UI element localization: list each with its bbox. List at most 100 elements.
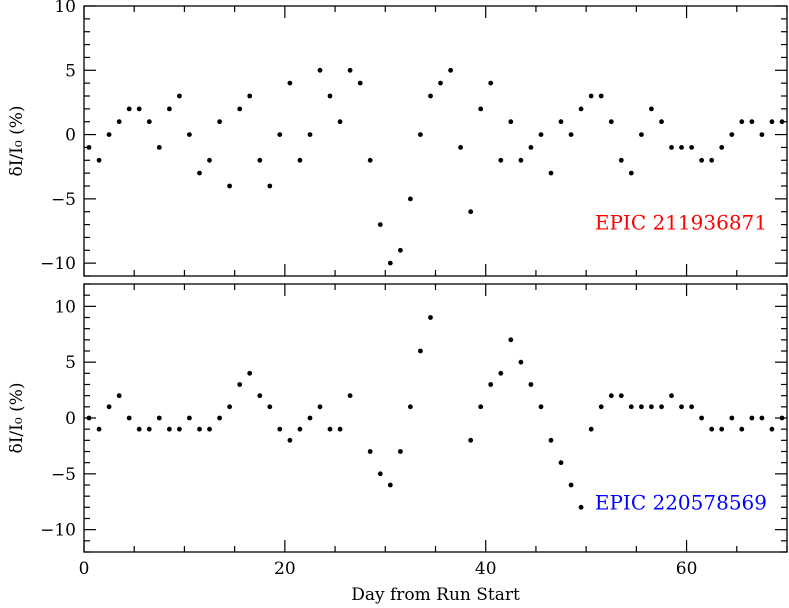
data-point xyxy=(618,393,624,399)
data-point xyxy=(126,415,132,421)
data-point xyxy=(126,106,132,112)
data-point xyxy=(257,157,263,163)
data-point xyxy=(317,67,323,73)
top-panel-ticks xyxy=(83,5,788,277)
data-point xyxy=(116,393,122,399)
data-point xyxy=(438,80,443,86)
data-point xyxy=(468,209,474,215)
data-point xyxy=(297,157,303,163)
data-point xyxy=(729,415,735,421)
data-point xyxy=(598,404,604,410)
data-point xyxy=(167,426,172,432)
data-point xyxy=(598,93,604,99)
data-point xyxy=(669,145,674,150)
data-point xyxy=(639,404,644,410)
y-tick-label: 10 xyxy=(54,297,76,317)
data-point xyxy=(116,119,122,125)
data-point xyxy=(608,393,614,399)
data-point xyxy=(207,157,212,163)
data-point xyxy=(719,426,725,432)
data-point xyxy=(659,119,664,125)
data-point xyxy=(387,260,393,266)
data-point xyxy=(679,145,684,150)
data-point xyxy=(558,119,564,125)
y-tick-label: −5 xyxy=(51,190,76,210)
data-point xyxy=(307,132,313,138)
data-point xyxy=(759,415,765,421)
data-point xyxy=(237,382,243,387)
data-point xyxy=(337,426,343,432)
data-point xyxy=(458,145,463,150)
data-point xyxy=(739,119,745,125)
data-point xyxy=(669,393,674,399)
bottom-panel-y-axis-label: δI/I₀ (%) xyxy=(7,382,27,453)
y-tick-label: −10 xyxy=(40,521,76,541)
data-point xyxy=(187,415,192,421)
data-point xyxy=(628,404,634,410)
data-point xyxy=(96,157,102,163)
y-tick-label: 10 xyxy=(54,0,76,17)
data-point xyxy=(367,449,373,454)
data-point xyxy=(287,437,293,443)
data-point xyxy=(528,382,534,387)
x-tick-label: 20 xyxy=(274,559,296,579)
data-point xyxy=(719,145,725,150)
data-point xyxy=(699,415,704,421)
data-point xyxy=(478,106,484,112)
data-point xyxy=(347,67,353,73)
data-point xyxy=(136,106,142,112)
data-point xyxy=(468,437,474,443)
data-point xyxy=(357,80,363,86)
data-point xyxy=(689,145,694,150)
data-point xyxy=(287,80,293,86)
x-tick-label: 60 xyxy=(676,559,698,579)
data-point xyxy=(387,482,393,488)
data-point xyxy=(106,404,112,410)
data-point xyxy=(608,119,614,125)
data-point xyxy=(498,157,504,163)
data-point xyxy=(528,145,534,150)
data-point xyxy=(749,119,755,125)
data-point xyxy=(237,106,243,112)
data-point xyxy=(699,157,704,163)
data-point xyxy=(317,404,323,410)
data-point xyxy=(759,132,765,138)
data-point xyxy=(408,404,413,410)
y-tick-label: 5 xyxy=(65,353,76,373)
data-point xyxy=(146,119,152,125)
data-point xyxy=(217,119,223,125)
data-point xyxy=(649,106,654,112)
bottom-panel-epic-label: EPIC 220578569 xyxy=(595,491,767,515)
data-point xyxy=(418,348,423,354)
data-point xyxy=(277,132,283,138)
data-point xyxy=(578,504,584,510)
data-point xyxy=(749,415,755,421)
data-point xyxy=(398,449,403,454)
data-point xyxy=(498,370,504,376)
data-point xyxy=(659,404,664,410)
bottom-panel-x-tick-labels: 0 20 40 60 xyxy=(79,559,698,579)
data-point xyxy=(227,183,233,189)
data-point xyxy=(217,415,223,421)
data-point xyxy=(729,132,735,138)
bottom-panel-points xyxy=(86,315,785,510)
data-point xyxy=(106,132,112,138)
data-point xyxy=(568,482,574,488)
data-point xyxy=(769,426,775,432)
x-tick-label: 0 xyxy=(79,559,90,579)
top-panel-y-axis-label: δI/I₀ (%) xyxy=(7,105,27,176)
data-point xyxy=(588,93,594,99)
x-tick-label: 40 xyxy=(475,559,497,579)
data-point xyxy=(739,426,745,432)
data-point xyxy=(408,196,413,202)
data-point xyxy=(197,426,202,432)
data-point xyxy=(769,119,775,125)
data-point xyxy=(327,426,333,432)
data-point xyxy=(488,382,494,387)
data-point xyxy=(538,132,544,138)
data-point xyxy=(478,404,484,410)
